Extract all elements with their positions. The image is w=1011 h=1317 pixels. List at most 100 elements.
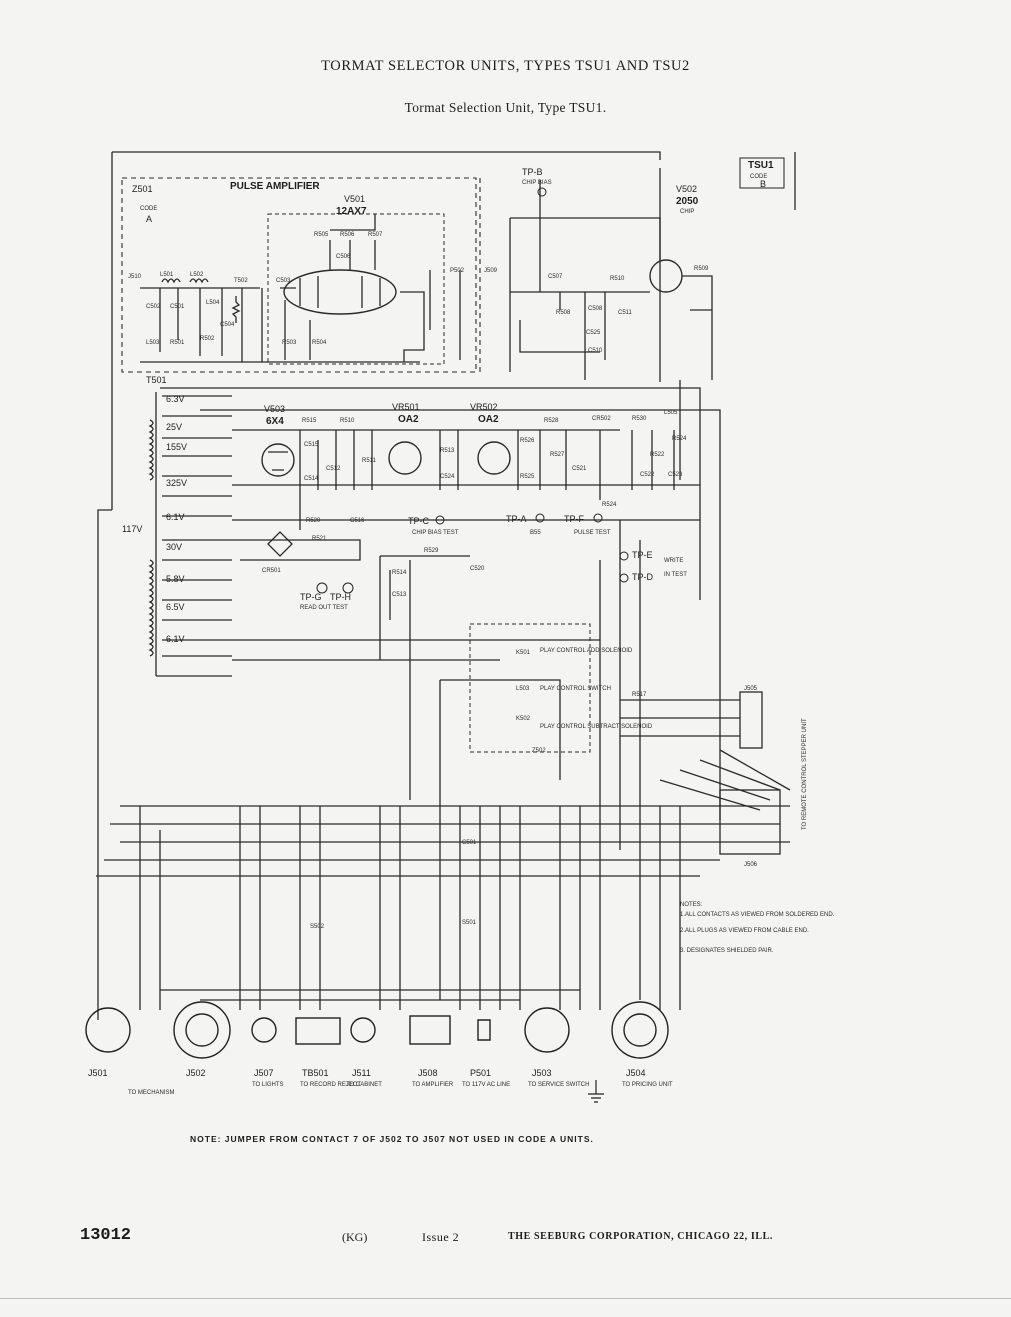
tp-e-label: TP-E [632, 550, 653, 560]
vr502-type: OA2 [478, 414, 499, 425]
comp-r510a: R510 [610, 276, 625, 282]
footer-number: 13012 [80, 1226, 132, 1245]
comp-r521: R521 [312, 536, 327, 542]
comp-r528: R528 [544, 418, 559, 424]
comp-l504: L504 [206, 300, 220, 306]
comp-c501: C501 [170, 304, 185, 310]
comp-r525: R525 [520, 474, 535, 480]
vr501-type: OA2 [398, 414, 419, 425]
comp-r513: R513 [440, 448, 455, 454]
comp-r509: R509 [694, 266, 709, 272]
v503-type: 6X4 [266, 416, 284, 427]
comp-c521: C521 [572, 466, 587, 472]
tp-c-sub: CHIP BIAS TEST [412, 530, 459, 536]
vr502-ref: VR502 [470, 402, 498, 412]
comp-j506: J506 [744, 862, 758, 868]
primary-label: 117V [122, 524, 142, 534]
comp-c510: C510 [588, 348, 603, 354]
comp-c523: C523 [668, 472, 683, 478]
comp-c524: C524 [440, 474, 455, 480]
notes-item-2: 2.ALL PLUGS AS VIEWED FROM CABLE END. [680, 928, 809, 934]
comp-c522: C522 [640, 472, 655, 478]
v502-sub: CHIP [680, 209, 694, 215]
comp-r504: R504 [312, 340, 327, 346]
tsu-code-value: B [760, 179, 766, 189]
j507-ref: J507 [254, 1068, 274, 1078]
notes-item-3: 3. DESIGNATES SHIELDED PAIR. [680, 948, 774, 954]
page-subtitle: Tormat Selection Unit, Type TSU1. [404, 100, 607, 115]
tp-d-sub: IN TEST [664, 572, 687, 578]
comp-s502: S502 [310, 924, 325, 930]
comp-r505: R505 [314, 232, 329, 238]
tp-b-sub: CHIP BIAS [522, 180, 552, 186]
tp-g-jack [316, 582, 328, 594]
comp-l503b: L503 [516, 686, 530, 692]
comp-l501: L501 [160, 272, 174, 278]
comp-j509: J509 [484, 268, 498, 274]
comp-c525: C525 [586, 330, 601, 336]
comp-r508: R508 [556, 310, 571, 316]
tap-9: 6.1V [166, 634, 185, 644]
v501-type: 12AX7 [336, 206, 367, 217]
tp-h-jack [342, 582, 354, 594]
side-label: TO REMOTE CONTROL STEPPER UNIT [802, 718, 808, 830]
j504-label: TO PRICING UNIT [622, 1082, 673, 1088]
scan-edge [0, 1298, 1011, 1299]
comp-r524a: R524 [672, 436, 687, 442]
pulse-amplifier-title: PULSE AMPLIFIER [230, 181, 320, 192]
v502-ref: V502 [676, 184, 697, 194]
comp-c516: C516 [350, 518, 365, 524]
connector-symbols [85, 1001, 669, 1059]
tp-a-jack [535, 513, 545, 523]
comp-r520: R520 [306, 518, 321, 524]
relay-label-3: PLAY CONTROL SUBTRACT SOLENOID [540, 724, 653, 730]
v503-ref: V503 [264, 404, 285, 414]
tp-f-sub: PULSE TEST [574, 530, 611, 536]
comp-c504: C504 [220, 322, 235, 328]
v502-type: 2050 [676, 196, 699, 207]
j511-label: TO CABINET [346, 1082, 382, 1088]
tp-a-sub: B55 [530, 530, 541, 536]
tp-h-sub: READ OUT TEST [300, 605, 348, 611]
j501-ref: J501 [88, 1068, 108, 1078]
comp-c506: C506 [336, 254, 351, 260]
tap-1: 6.3V [166, 394, 185, 404]
t501-label: T501 [146, 375, 167, 385]
j503-ref: J503 [532, 1068, 552, 1078]
comp-cr502: CR502 [592, 416, 611, 422]
comp-c514: C514 [304, 476, 319, 482]
footer-corporation: THE SEEBURG CORPORATION, CHICAGO 22, ILL… [508, 1231, 774, 1242]
p501-label: TO 117V AC LINE [462, 1082, 510, 1088]
tp-h-label: TP-H [330, 592, 351, 602]
tb501-label: TO RECORD REJECT [300, 1082, 361, 1088]
tap-7: 5.8V [166, 574, 185, 584]
j511-ref: J511 [352, 1068, 371, 1078]
comp-r502: R502 [200, 336, 215, 342]
comp-c502: C502 [146, 304, 161, 310]
tp-g-label: TP-G [300, 592, 322, 602]
p501-ref: P501 [470, 1068, 491, 1078]
j503-label: TO SERVICE SWITCH [528, 1082, 589, 1088]
tp-b-label: TP-B [522, 167, 543, 177]
tp-d-label: TP-D [632, 572, 653, 582]
comp-j505: J505 [744, 686, 758, 692]
tp-f-jack [593, 513, 603, 523]
comp-r514: R514 [392, 570, 407, 576]
vr501-ref: VR501 [392, 402, 420, 412]
comp-r507: R507 [368, 232, 383, 238]
comp-c515: C515 [304, 442, 319, 448]
tp-d-jack [619, 573, 629, 583]
tap-3: 155V [166, 442, 187, 452]
tap-6: 30V [166, 542, 182, 552]
comp-r503: R503 [282, 340, 297, 346]
page-title: TORMAT SELECTOR UNITS, TYPES TSU1 AND TS… [321, 58, 690, 74]
comp-r501: R501 [170, 340, 185, 346]
comp-r511: R511 [362, 458, 377, 464]
pa-code-label: CODE [140, 206, 157, 212]
comp-t502: T502 [234, 278, 248, 284]
comp-c507: C507 [548, 274, 563, 280]
comp-c508: C508 [588, 306, 603, 312]
comp-s501: S501 [462, 920, 477, 926]
tap-8: 6.5V [166, 602, 185, 612]
